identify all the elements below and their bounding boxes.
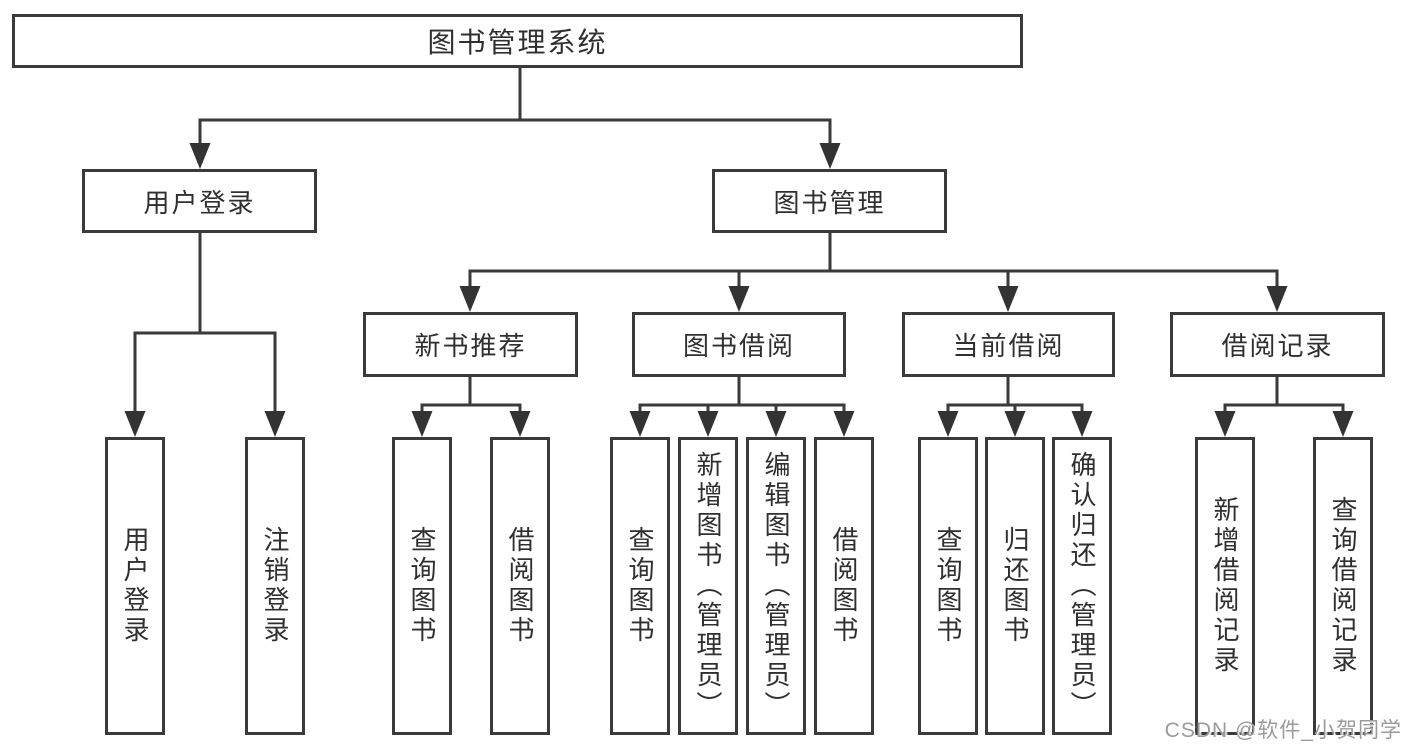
edges-book-mgmt	[468, 233, 1279, 290]
arrowhead-icon	[1332, 411, 1354, 437]
arrowhead-icon	[629, 411, 651, 437]
node-library-system: 图书管理系统	[12, 14, 1023, 68]
leaf-user-login-label: 用户登录	[120, 526, 150, 646]
leaf-borrow-books: 借阅图书	[814, 437, 874, 735]
arrowhead-icon	[459, 286, 481, 312]
node-user-login: 用户登录	[82, 169, 317, 233]
arrowhead-icon	[1214, 411, 1236, 437]
edges-root	[198, 68, 832, 147]
arrowhead-icon	[1266, 286, 1288, 312]
node-current-borrowing-label: 当前借阅	[952, 331, 1065, 361]
leaf-return-books-label: 归还图书	[1000, 526, 1030, 646]
edges-book-borrow	[638, 377, 846, 415]
leaf-add-books-admin: 新增图书（管理员）	[678, 437, 738, 735]
arrowhead-icon	[411, 411, 433, 437]
arrowhead-icon	[189, 143, 211, 169]
leaf-query-books-borrow: 查询图书	[610, 437, 670, 735]
leaf-borrow-books-recommend: 借阅图书	[490, 437, 550, 735]
arrowhead-icon	[124, 411, 146, 437]
leaf-query-books-current: 查询图书	[918, 437, 978, 735]
csdn-watermark: CSDN @软件_小贺同学	[1164, 719, 1402, 742]
node-book-borrowing-label: 图书借阅	[682, 331, 795, 361]
arrowhead-icon	[264, 411, 286, 437]
node-current-borrowing: 当前借阅	[902, 312, 1115, 377]
leaf-edit-books-admin-label: 编辑图书（管理员）	[761, 451, 791, 721]
leaf-user-login: 用户登录	[105, 437, 165, 735]
arrowhead-icon	[728, 286, 750, 312]
leaf-query-books-recommend-label: 查询图书	[407, 526, 437, 646]
arrowhead-icon	[833, 411, 855, 437]
arrowhead-icon	[997, 286, 1019, 312]
node-new-book-recommendation-label: 新书推荐	[414, 331, 527, 361]
arrowhead-icon	[509, 411, 531, 437]
node-borrowing-records: 借阅记录	[1170, 312, 1385, 377]
node-book-management-label: 图书管理	[773, 187, 886, 218]
leaf-query-borrow-record: 查询借阅记录	[1313, 437, 1373, 735]
arrowhead-icon	[697, 411, 719, 437]
node-new-book-recommendation: 新书推荐	[363, 312, 578, 377]
node-library-system-label: 图书管理系统	[427, 27, 608, 58]
leaf-add-borrow-record-label: 新增借阅记录	[1210, 496, 1240, 676]
leaf-confirm-return-admin-label: 确认归还（管理员）	[1067, 451, 1097, 721]
leaf-query-books-recommend: 查询图书	[392, 437, 452, 735]
leaf-query-books-current-label: 查询图书	[933, 526, 963, 646]
leaf-return-books: 归还图书	[985, 437, 1045, 735]
leaf-borrow-books-recommend-label: 借阅图书	[505, 526, 535, 646]
leaf-logout: 注销登录	[245, 437, 305, 735]
arrowhead-icon	[765, 411, 787, 437]
leaf-borrow-books-label: 借阅图书	[829, 526, 859, 646]
edges-user-login	[133, 233, 277, 415]
arrowhead-icon	[1004, 411, 1026, 437]
leaf-add-borrow-record: 新增借阅记录	[1195, 437, 1255, 735]
edges-borrow-records	[1223, 377, 1345, 415]
node-book-borrowing: 图书借阅	[632, 312, 846, 377]
leaf-query-books-borrow-label: 查询图书	[625, 526, 655, 646]
arrowhead-icon	[819, 143, 841, 169]
leaf-add-books-admin-label: 新增图书（管理员）	[693, 451, 723, 721]
edges-new-book	[420, 377, 522, 415]
node-borrowing-records-label: 借阅记录	[1221, 331, 1334, 361]
arrowhead-icon	[1071, 411, 1093, 437]
arrowhead-icon	[937, 411, 959, 437]
edges-current-borrow	[946, 377, 1084, 415]
leaf-edit-books-admin: 编辑图书（管理员）	[746, 437, 806, 735]
leaf-query-borrow-record-label: 查询借阅记录	[1328, 496, 1358, 676]
node-book-management: 图书管理	[712, 169, 947, 233]
leaf-logout-label: 注销登录	[260, 526, 290, 646]
node-user-login-label: 用户登录	[143, 187, 256, 218]
leaf-confirm-return-admin: 确认归还（管理员）	[1052, 437, 1112, 735]
